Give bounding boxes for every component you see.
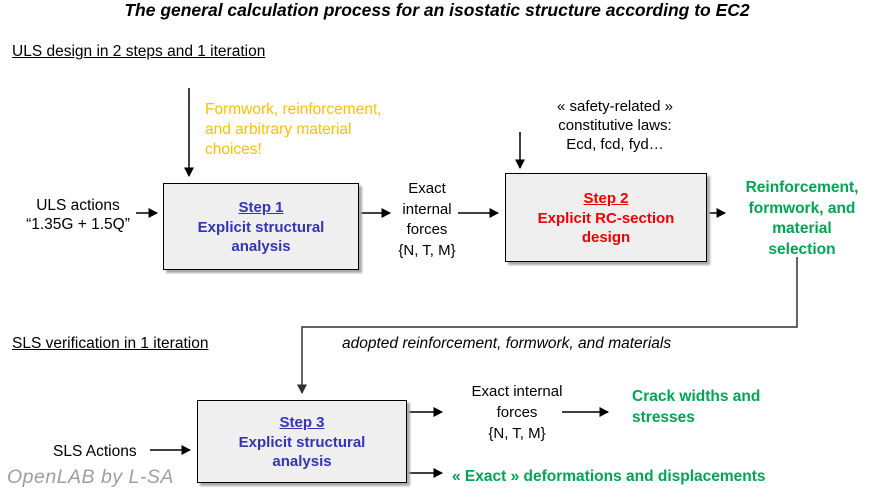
step2-box: Step 2 Explicit RC-section design	[505, 173, 707, 262]
formwork-choices-note: Formwork, reinforcement, and arbitrary m…	[205, 101, 382, 158]
uls-actions-label: ULS actions “1.35G + 1.5Q”	[26, 197, 130, 233]
safety-laws-note: « safety-related » constitutive laws: Ec…	[557, 98, 673, 153]
step3-title: Step 3	[279, 413, 325, 431]
uls-section-heading: ULS design in 2 steps and 1 iteration	[12, 43, 266, 60]
step3-body: Explicit structural analysis	[238, 433, 366, 470]
step1-box: Step 1 Explicit structural analysis	[163, 183, 359, 270]
adopted-materials-note: adopted reinforcement, formwork, and mat…	[342, 335, 672, 352]
internal-forces-label-sls: Exact internal forces {N, T, M}	[471, 383, 563, 442]
step2-body: Explicit RC-section design	[537, 209, 675, 246]
watermark: OpenLAB by L-SA	[7, 466, 174, 488]
internal-forces-label-uls: Exact internal forces {N, T, M}	[398, 180, 456, 259]
deformations-result: « Exact » deformations and displacements	[452, 468, 766, 485]
reinforcement-selection-result: Reinforcement, formwork, and material se…	[745, 179, 859, 258]
step2-title: Step 2	[583, 189, 629, 207]
step3-box: Step 3 Explicit structural analysis	[197, 400, 407, 483]
sls-section-heading: SLS verification in 1 iteration	[12, 335, 209, 352]
step1-title: Step 1	[238, 198, 284, 216]
connector-result-to-step3	[297, 257, 798, 394]
step1-body: Explicit structural analysis	[197, 218, 325, 255]
sls-actions-label: SLS Actions	[53, 443, 137, 460]
crack-widths-result: Crack widths and stresses	[632, 388, 761, 426]
diagram-title: The general calculation process for an i…	[124, 0, 750, 20]
